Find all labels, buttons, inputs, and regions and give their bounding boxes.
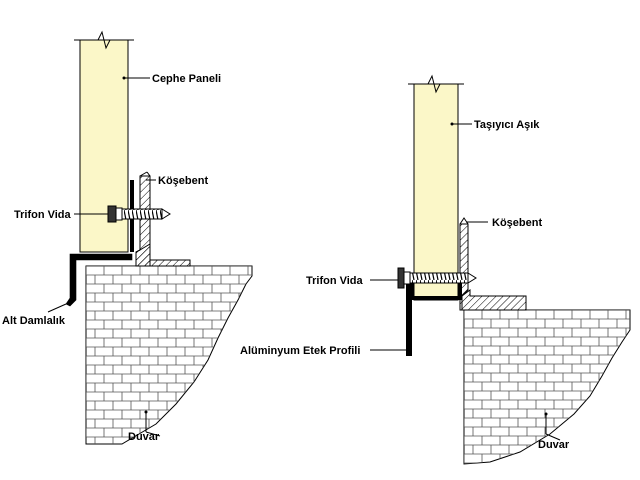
right-brick-wall (463, 309, 631, 465)
left-wall-outline (85, 265, 253, 445)
right-support-purlin (413, 83, 459, 277)
right-angle-top-tip (459, 217, 469, 225)
label-kosebent-left: Köşebent (158, 175, 208, 187)
left-detail: Cephe Paneli Köşebent Trifon Vida Alt Da… (2, 30, 253, 445)
left-angle-top-tip (139, 171, 148, 177)
leader-drip (47, 303, 67, 313)
left-trifon-screw (107, 205, 171, 223)
left-angle-top-tip-b (146, 171, 151, 177)
label-trifon-vida-left: Trifon Vida (14, 209, 72, 221)
right-detail: Taşıyıcı Aşık Köşebent Trifon Vida Alümi… (240, 74, 631, 465)
leader-purlin-dot (450, 122, 454, 126)
label-aluminyum-etek-profili: Alüminyum Etek Profili (240, 345, 360, 357)
label-cephe-paneli: Cephe Paneli (152, 73, 221, 85)
left-wall-brick-courses (86, 266, 252, 444)
right-wall-outline (463, 309, 631, 465)
left-brick-wall (85, 265, 253, 445)
right-aluminium-skirt-profile (406, 282, 462, 356)
label-duvar-left: Duvar (128, 431, 160, 443)
leader-wall-right-dot (544, 412, 548, 416)
leader-wall-right-b (545, 433, 561, 441)
label-tasiyici-asik: Taşıyıcı Aşık (474, 119, 540, 131)
label-trifon-vida-right: Trifon Vida (306, 275, 364, 287)
right-mortar-cap (461, 289, 527, 311)
left-drip-profile (65, 253, 133, 307)
leader-wall-left-dot (144, 410, 148, 414)
right-trifon-screw (397, 267, 477, 289)
right-panel-break-line (408, 74, 464, 94)
label-kosebent-right: Köşebent (492, 217, 542, 229)
leader-panel-dot (122, 76, 126, 80)
left-panel-break-line (74, 30, 134, 50)
label-alt-damlalik: Alt Damlalık (2, 315, 66, 327)
leader-wall-left-b (145, 431, 161, 437)
label-duvar-right: Duvar (538, 439, 570, 451)
left-angle-profile (135, 175, 151, 267)
